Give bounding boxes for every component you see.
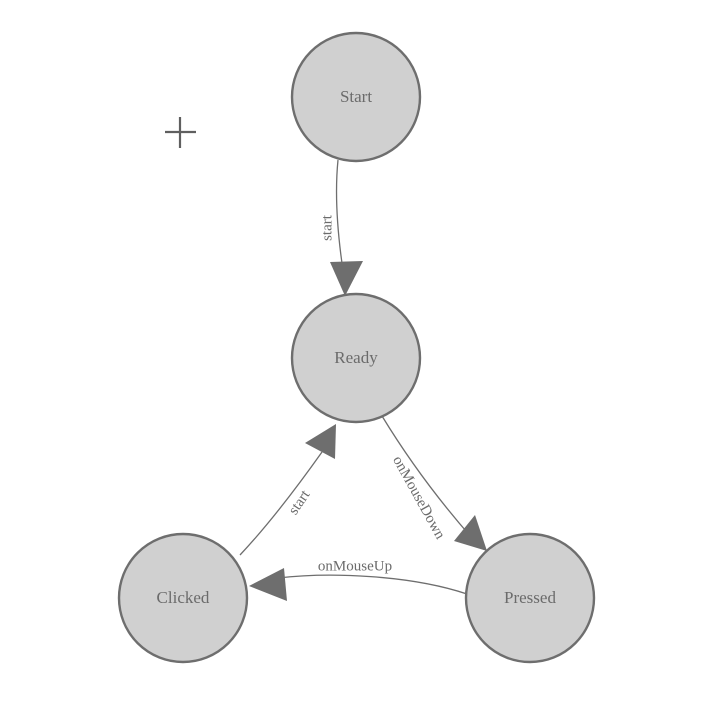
edge-start-to-ready[interactable]: start	[319, 159, 363, 296]
edge-clicked-to-ready[interactable]: start	[239, 424, 336, 556]
edge-label-start-to-ready: start	[319, 214, 335, 241]
edge-label-pressed-to-clicked: onMouseUp	[318, 558, 392, 574]
edge-clicked-to-ready-arrowhead	[305, 424, 336, 459]
node-ready[interactable]: Ready	[290, 292, 422, 424]
edge-pressed-to-clicked[interactable]: onMouseUp	[249, 558, 468, 601]
node-clicked[interactable]: Clicked	[117, 532, 249, 664]
edge-ready-to-pressed[interactable]: onMouseDown	[381, 415, 487, 551]
crosshair-icon	[165, 117, 196, 148]
node-start[interactable]: Start	[290, 31, 422, 163]
node-start-circle	[290, 31, 422, 163]
node-ready-circle	[290, 292, 422, 424]
node-pressed-label: Pressed	[504, 588, 556, 607]
node-start-label: Start	[340, 87, 372, 106]
edge-pressed-to-clicked-arrowhead	[249, 568, 287, 601]
node-clicked-label: Clicked	[157, 588, 210, 607]
edge-pressed-to-clicked-path	[277, 574, 468, 595]
edge-ready-to-pressed-path	[381, 415, 473, 539]
node-pressed-circle	[464, 532, 596, 664]
edge-label-clicked-to-ready: start	[286, 487, 314, 518]
edge-ready-to-pressed-arrowhead	[454, 515, 487, 551]
edge-start-to-ready-path	[335, 159, 345, 278]
node-clicked-circle	[117, 532, 249, 664]
node-ready-label: Ready	[334, 348, 378, 367]
node-pressed[interactable]: Pressed	[464, 532, 596, 664]
edge-start-to-ready-arrowhead	[330, 261, 363, 296]
edge-clicked-to-ready-path	[239, 451, 323, 556]
